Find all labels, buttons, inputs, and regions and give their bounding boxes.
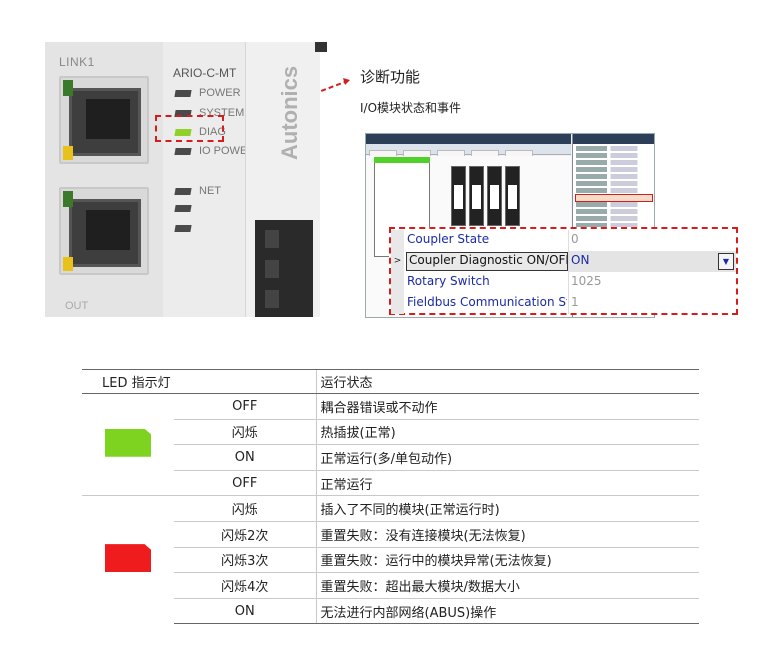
state-cell: 闪烁: [174, 495, 316, 522]
table-row: 闪烁 热插拔(正常): [82, 418, 699, 445]
sw-io-module: [487, 166, 502, 226]
property-name: Rotary Switch: [407, 274, 490, 288]
led-power: POWER: [174, 87, 241, 99]
property-value: 1: [568, 293, 720, 314]
row-pointer-icon: >: [391, 251, 404, 272]
table-row: ON 无法进行内部网络(ABUS)操作: [82, 597, 699, 625]
desc-cell: 重置失败：超出最大模块/数据大小: [315, 572, 699, 599]
property-value: ON ▼: [568, 251, 736, 272]
link-label: LINK1: [59, 55, 95, 69]
diag-highlight-box: [155, 115, 224, 142]
property-row-selected[interactable]: > Coupler Diagnostic ON/OFF ON ▼: [391, 251, 736, 272]
led-indicator-icon: [174, 89, 192, 97]
led-io-power: IO POWER: [174, 145, 255, 157]
led-net: NET: [174, 185, 221, 197]
state-cell: ON: [174, 444, 316, 471]
sw-io-module: [451, 166, 466, 226]
property-row[interactable]: Coupler State 0: [391, 230, 736, 251]
desc-cell: 正常运行(多/单包动作): [315, 444, 699, 471]
property-grid-zoom: Coupler State 0 > Coupler Diagnostic ON/…: [389, 227, 738, 315]
property-name: Coupler State: [407, 232, 490, 246]
property-value: 1025: [568, 272, 720, 293]
led-indicator-icon: [174, 187, 192, 195]
ethernet-port-2: [59, 187, 149, 275]
green-led-icon: [105, 428, 151, 457]
state-cell: 闪烁: [174, 418, 316, 445]
property-value: 0: [568, 230, 720, 251]
table-row: OFF 正常运行: [82, 469, 699, 496]
led-indicator-icon: [174, 225, 192, 232]
out-label: OUT: [65, 300, 89, 312]
sw-titlebar: [366, 134, 571, 144]
sw-property-highlight: [575, 194, 653, 202]
dropdown-arrow-icon[interactable]: ▼: [718, 253, 734, 270]
led-cell-green: [82, 392, 174, 496]
table-row: 闪烁 插入了不同的模块(正常运行时): [82, 495, 699, 624]
led-diag: DIAG: [174, 126, 226, 138]
section-subtitle: I/O模块状态和事件: [360, 101, 462, 115]
desc-cell: 插入了不同的模块(正常运行时): [315, 495, 699, 522]
desc-cell: 正常运行: [315, 469, 699, 496]
header-led: LED 指示灯: [82, 369, 316, 394]
desc-cell: 重置失败：没有连接模块(无法恢复): [315, 520, 699, 548]
table-row: 闪烁2次 重置失败：没有连接模块(无法恢复): [82, 520, 699, 548]
property-name: Fieldbus Communication Sta: [407, 295, 567, 309]
state-cell: 闪烁4次: [174, 572, 316, 599]
header-status: 运行状态: [315, 369, 699, 394]
device-photo: LINK1 OUT ARIO-C-MT POWER SYSTEM DIAG IO…: [45, 42, 320, 317]
sw-io-module: [469, 166, 484, 226]
ethernet-port-1: [59, 76, 149, 164]
sw-io-module: [505, 166, 520, 226]
led-indicator-icon: [174, 205, 192, 212]
property-row[interactable]: Fieldbus Communication Sta 1: [391, 293, 736, 314]
desc-cell: 无法进行内部网络(ABUS)操作: [315, 597, 699, 625]
state-cell: OFF: [174, 469, 316, 496]
led-status-table: LED 指示灯 运行状态 OFF 耦合器错误或不动作 闪烁 热插拔(正常) ON…: [82, 369, 699, 625]
desc-cell: 重置失败：运行中的模块异常(无法恢复): [315, 546, 699, 573]
state-cell: OFF: [174, 393, 316, 420]
desc-cell: 热插拔(正常): [315, 418, 699, 445]
sw-toolbar: [366, 144, 571, 157]
property-name: Coupler Diagnostic ON/OFF: [406, 252, 568, 271]
state-cell: 闪烁2次: [174, 520, 316, 548]
table-row: 闪烁3次 重置失败：运行中的模块异常(无法恢复): [82, 546, 699, 573]
table-row: ON 正常运行(多/单包动作): [82, 444, 699, 471]
red-led-icon: [105, 544, 151, 573]
device-clip: [315, 42, 327, 52]
model-label: ARIO-C-MT: [173, 66, 237, 80]
property-row[interactable]: Rotary Switch 1025: [391, 272, 736, 293]
state-cell: 闪烁3次: [174, 546, 316, 573]
led-extra-1: [174, 205, 192, 212]
led-indicator-icon: [174, 147, 192, 155]
table-row: OFF 耦合器错误或不动作: [82, 392, 699, 496]
led-cell-red: [82, 495, 174, 624]
table-header-row: LED 指示灯 运行状态: [82, 369, 699, 394]
led-extra-2: [174, 225, 192, 232]
table-row: 闪烁4次 重置失败：超出最大模块/数据大小: [82, 572, 699, 599]
brand-logo: Autonics: [277, 65, 302, 160]
section-title: 诊断功能: [360, 68, 421, 86]
terminal-block: [255, 220, 313, 317]
desc-cell: 耦合器错误或不动作: [315, 393, 699, 420]
state-cell: ON: [174, 597, 316, 625]
